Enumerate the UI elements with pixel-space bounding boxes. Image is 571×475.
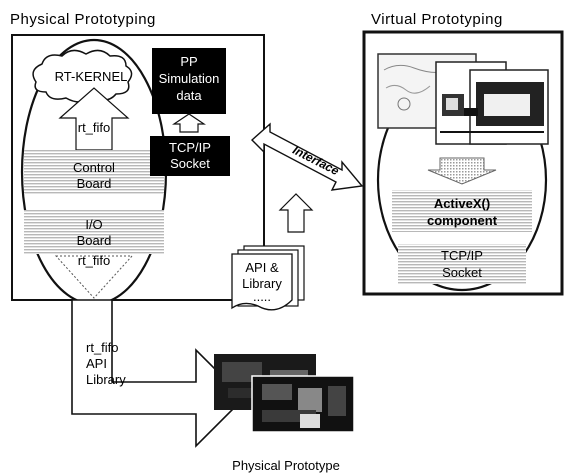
physical-tcp-label-2: Socket bbox=[170, 156, 210, 171]
pp-simulation-box bbox=[152, 48, 226, 114]
physical-prototyping-title: Physical Prototyping bbox=[10, 11, 156, 28]
control-board-band bbox=[24, 150, 164, 194]
activex-label-1: ActiveX() bbox=[434, 196, 490, 211]
rt-fifo-down-arrow bbox=[54, 255, 134, 299]
api-doc-label-2: Library bbox=[242, 276, 282, 291]
rt-fifo-top-label: rt_fifo bbox=[78, 120, 111, 135]
socket-to-sim-arrow bbox=[172, 113, 206, 133]
arrow-label-3: Library bbox=[86, 372, 126, 387]
control-board-label-1: Control bbox=[73, 160, 115, 175]
rt-kernel-cloud: RT-KERNEL bbox=[32, 49, 133, 103]
virtual-tcp-band bbox=[398, 244, 526, 284]
api-up-arrow bbox=[278, 193, 314, 233]
activex-band bbox=[392, 190, 532, 232]
interface-double-arrow: Interface bbox=[250, 122, 364, 191]
api-doc-label-3: ..... bbox=[253, 289, 271, 304]
io-board-band bbox=[24, 210, 164, 254]
rt-kernel-label: RT-KERNEL bbox=[55, 69, 128, 84]
rt-fifo-up-arrow bbox=[58, 87, 130, 151]
io-board-label-2: Board bbox=[77, 233, 112, 248]
arrow-label-2: API bbox=[86, 356, 107, 371]
activex-label-2: component bbox=[427, 213, 498, 228]
pp-sim-label-1: PP bbox=[180, 54, 197, 69]
virtual-tcp-label-2: Socket bbox=[442, 265, 482, 280]
io-board-label-1: I/O bbox=[85, 217, 102, 232]
physical-tcp-socket-box bbox=[150, 136, 230, 176]
virtual-screenshot-image bbox=[377, 53, 549, 145]
control-board-label-2: Board bbox=[77, 176, 112, 191]
api-library-documents: API & Library ..... bbox=[231, 245, 305, 311]
virtual-down-arrow bbox=[427, 157, 497, 185]
virtual-tcp-label-1: TCP/IP bbox=[441, 248, 483, 263]
pp-sim-label-2: Simulation bbox=[159, 71, 220, 86]
virtual-prototyping-title: Virtual Prototyping bbox=[371, 11, 503, 28]
physical-tcp-label-1: TCP/IP bbox=[169, 140, 211, 155]
api-doc-label-1: API & bbox=[245, 260, 279, 275]
physical-prototype-caption: Physical Prototype bbox=[232, 458, 340, 473]
pp-sim-label-3: data bbox=[176, 88, 202, 103]
rt-fifo-bottom-label: rt_fifo bbox=[78, 253, 111, 268]
arrow-label-1: rt_fifo bbox=[86, 340, 119, 355]
physical-prototype-photo bbox=[214, 354, 355, 433]
